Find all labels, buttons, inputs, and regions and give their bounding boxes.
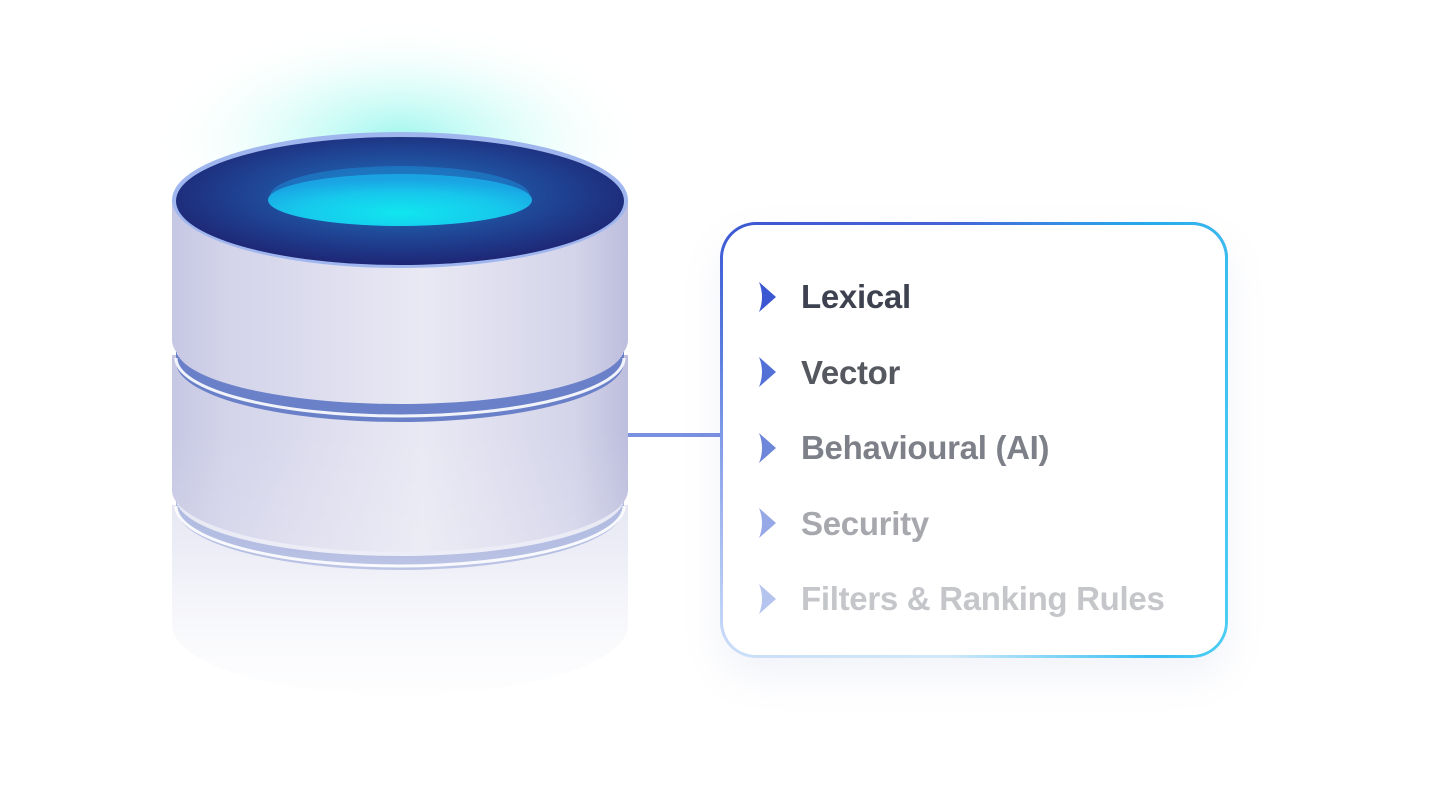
chevron-right-icon (759, 583, 776, 614)
connector-line (628, 433, 721, 437)
cylinder-middle-ring (176, 348, 624, 422)
chevron-right-icon (759, 432, 776, 463)
list-item-label: Lexical (801, 278, 911, 316)
chevron-right-icon (759, 281, 776, 312)
list-item: Lexical (723, 259, 1225, 335)
list-item: Filters & Ranking Rules (723, 561, 1225, 637)
list-item: Security (723, 486, 1225, 562)
list-item-label: Security (801, 504, 929, 542)
chevron-right-icon (759, 357, 776, 388)
cylinder-top-light (268, 174, 532, 226)
list-item-label: Vector (801, 353, 901, 391)
list-item-label: Filters & Ranking Rules (801, 580, 1165, 618)
list-item: Vector (723, 335, 1225, 411)
list-item-label: Behavioural (AI) (801, 429, 1050, 467)
list-item: Behavioural (AI) (723, 410, 1225, 486)
chevron-right-icon (759, 508, 776, 539)
